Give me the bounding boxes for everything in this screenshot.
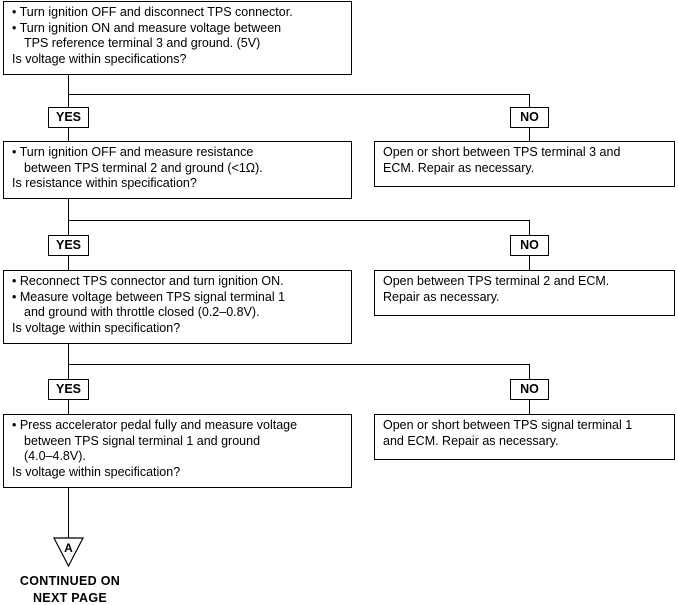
result-3-line-2: and ECM. Repair as necessary. — [383, 433, 559, 448]
result-3-line-1: Open or short between TPS signal termina… — [383, 418, 633, 432]
next-page-label: NEXT PAGE — [32, 591, 107, 605]
branch-line — [68, 94, 530, 95]
result-1-line-2: ECM. Repair as necessary. — [383, 160, 535, 175]
step-1-line-3: TPS reference terminal 3 and ground. (5V… — [24, 36, 261, 50]
step-2-line-1: • Turn ignition OFF and measure resistan… — [12, 145, 254, 159]
connector-line — [529, 128, 530, 141]
step-box-1: • Turn ignition OFF and disconnect TPS c… — [3, 1, 352, 75]
connector-line — [529, 220, 530, 235]
connector-line — [529, 400, 530, 414]
step-3-line-3: and ground with throttle closed (0.2–0.8… — [24, 305, 260, 319]
connector-line — [68, 199, 69, 235]
connector-line — [68, 344, 69, 379]
connector-line — [68, 488, 69, 538]
result-2-line-2: Repair as necessary. — [383, 289, 500, 304]
step-3-line-2: • Measure voltage between TPS signal ter… — [12, 289, 286, 304]
off-page-connector-triangle — [53, 537, 84, 568]
step-1-line-1: • Turn ignition OFF and disconnect TPS c… — [12, 5, 293, 19]
result-2-line-1: Open between TPS terminal 2 and ECM. — [383, 274, 610, 288]
no-label: NO — [510, 379, 549, 400]
step-box-3: • Reconnect TPS connector and turn ignit… — [3, 270, 352, 344]
result-1-line-1: Open or short between TPS terminal 3 and — [383, 145, 621, 159]
yes-label: YES — [48, 107, 89, 128]
step-4-line-3: (4.0–4.8V). — [24, 449, 86, 463]
step-2-line-2: between TPS terminal 2 and ground (<1Ω). — [24, 160, 263, 175]
step-3-line-4: Is voltage within specification? — [12, 320, 181, 335]
step-box-4: • Press accelerator pedal fully and meas… — [3, 414, 352, 488]
connector-line — [68, 256, 69, 270]
result-box-1: Open or short between TPS terminal 3 and… — [374, 141, 675, 187]
result-box-3: Open or short between TPS signal termina… — [374, 414, 675, 460]
connector-line — [68, 75, 69, 107]
yes-label: YES — [48, 235, 89, 256]
step-2-line-3: Is resistance within specification? — [12, 176, 197, 190]
branch-line — [68, 220, 530, 221]
off-page-connector-letter: A — [64, 541, 73, 555]
continued-label: CONTINUED ON — [19, 574, 121, 588]
step-4-line-2: between TPS signal terminal 1 and ground — [24, 433, 261, 448]
step-3-line-1: • Reconnect TPS connector and turn ignit… — [12, 274, 284, 288]
step-1-line-4: Is voltage within specifications? — [12, 51, 187, 66]
step-1-line-2: • Turn ignition ON and measure voltage b… — [12, 20, 282, 35]
connector-line — [68, 400, 69, 414]
no-label: NO — [510, 235, 549, 256]
branch-line — [68, 364, 530, 365]
yes-label: YES — [48, 379, 89, 400]
connector-line — [529, 94, 530, 107]
no-label: NO — [510, 107, 549, 128]
connector-line — [529, 364, 530, 379]
step-box-2: • Turn ignition OFF and measure resistan… — [3, 141, 352, 199]
step-4-line-4: Is voltage within specification? — [12, 464, 181, 479]
result-box-2: Open between TPS terminal 2 and ECM.Repa… — [374, 270, 675, 316]
connector-line — [68, 128, 69, 141]
step-4-line-1: • Press accelerator pedal fully and meas… — [12, 418, 298, 432]
connector-line — [529, 256, 530, 270]
